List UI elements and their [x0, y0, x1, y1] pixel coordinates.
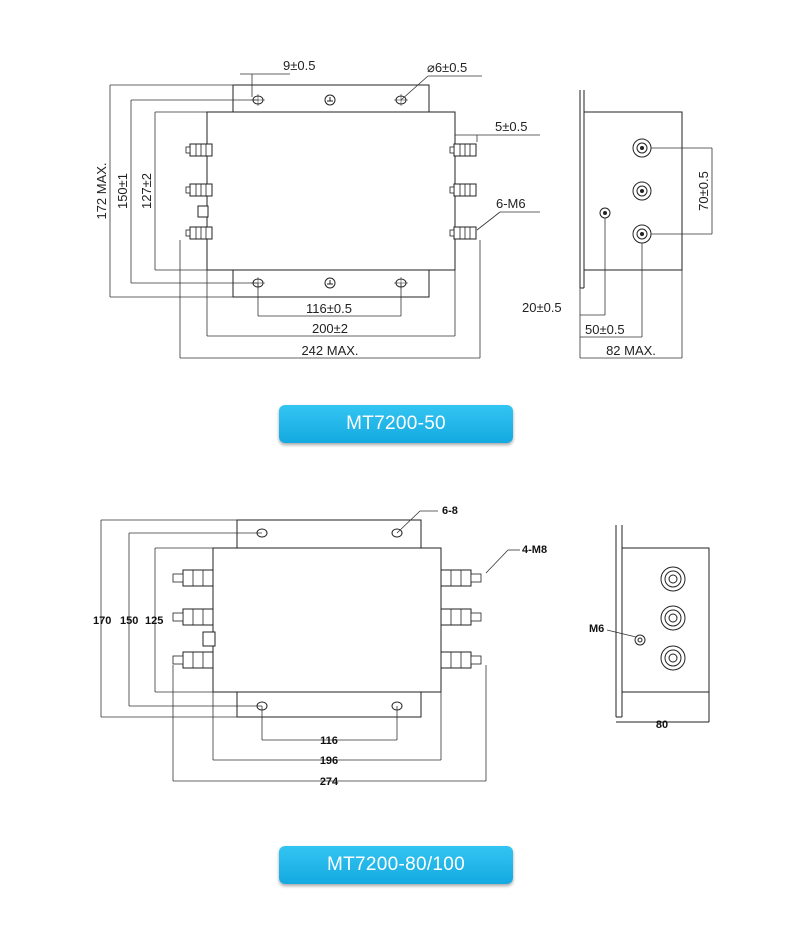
- dim-hole-offset: 9±0.5: [283, 58, 315, 73]
- dim-h1: 170: [93, 615, 111, 627]
- dim-body-width: 196: [320, 755, 338, 767]
- model-badge-mt7200-80-100: MT7200-80/100: [279, 846, 513, 884]
- model1-side-dimension-labels: 70±0.5 20±0.5 50±0.5 82 MAX.: [522, 171, 711, 358]
- dim-terminal-pitch: 70±0.5: [696, 171, 711, 211]
- dim-height-mount: 150±1: [115, 173, 130, 209]
- model1-dimension-labels: 9±0.5 ⌀6±0.5 5±0.5 6-M6 116±0.5 200±2 24…: [94, 58, 527, 358]
- dim-hole-pitch: 116: [320, 735, 338, 747]
- dim-height-body: 127±2: [139, 173, 154, 209]
- dim-width-max: 242 MAX.: [301, 343, 358, 358]
- dim-terminal-thread: 4-M8: [522, 544, 547, 556]
- model1-front-view: [206, 84, 456, 298]
- dim-holes: 6-8: [442, 505, 458, 517]
- dim-h3: 125: [145, 615, 163, 627]
- dim-ground-offset: 20±0.5: [522, 300, 562, 315]
- ground-symbol-icon: [324, 277, 336, 289]
- dim-width-max: 274: [320, 776, 339, 788]
- model2-side-dimension-labels: M6 80: [589, 623, 668, 731]
- dim-terminal-length: 5±0.5: [495, 119, 527, 134]
- dim-height-max: 172 MAX.: [94, 162, 109, 219]
- model2-filter-body: [212, 547, 442, 693]
- dim-ground: M6: [589, 623, 604, 635]
- dim-depth-max: 82 MAX.: [606, 343, 656, 358]
- model1-terminals: [185, 143, 477, 240]
- model-badge-mt7200-50: MT7200-50: [279, 405, 513, 443]
- model1-side-terminals: [599, 138, 652, 244]
- model2-dimension-labels: 6-8 4-M8 170 150 125 116 196 274: [93, 505, 547, 788]
- ground-symbol-icon: [324, 94, 336, 106]
- model2-front-view: [212, 519, 442, 718]
- model1-dimension-lines: [109, 73, 540, 359]
- model1-side-view: [579, 90, 683, 289]
- dim-hole-pitch: 116±0.5: [306, 301, 352, 316]
- dim-body-width: 200±2: [312, 321, 348, 336]
- model2-side-terminals: [606, 566, 686, 671]
- dim-depth: 80: [656, 719, 668, 731]
- dim-terminal-thread: 6-M6: [496, 196, 526, 211]
- dim-h2: 150: [120, 615, 138, 627]
- model1-filter-body: [206, 111, 456, 271]
- model2-terminals: [172, 569, 482, 669]
- dim-hole-diameter: ⌀6±0.5: [427, 60, 467, 75]
- dim-terminal-offset: 50±0.5: [585, 322, 625, 337]
